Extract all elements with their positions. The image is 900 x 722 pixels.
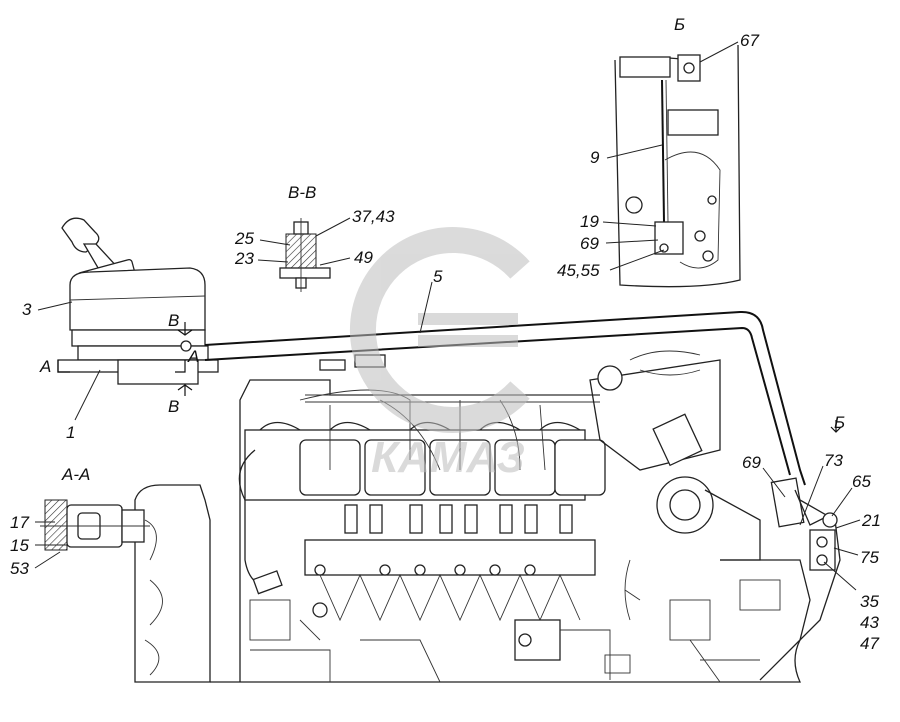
cut-mark-a-left: А [39,357,51,376]
callout-69-top: 69 [580,234,599,253]
section-aa-title: А-А [61,465,90,484]
gear-lever-housing [57,217,219,385]
callout-49: 49 [354,248,373,267]
engine-assembly [134,350,841,683]
callout-37-43: 37,43 [352,207,395,226]
cut-mark-v-top: В [168,311,179,330]
callout-53: 53 [10,559,29,578]
callout-43: 43 [860,613,879,632]
callout-67: 67 [740,31,759,50]
callout-15: 15 [10,536,29,555]
callout-73: 73 [824,451,843,470]
section-vv-detail [279,218,331,292]
kamaz-watermark: КАМАЗ [350,227,530,482]
callout-3: 3 [22,300,32,319]
callout-1: 1 [66,423,75,442]
callout-35: 35 [860,592,879,611]
leader-lines [34,41,861,591]
callout-23: 23 [234,249,254,268]
callout-69-right: 69 [742,453,761,472]
callout-65: 65 [852,472,871,491]
callout-17: 17 [10,513,29,532]
cut-mark-a-right: А [187,347,199,366]
callout-25: 25 [234,229,254,248]
cut-mark-v-bottom: В [168,397,179,416]
callout-21: 21 [861,511,881,530]
callout-5: 5 [433,267,443,286]
callout-75: 75 [860,548,879,567]
callout-labels: 67 9 19 69 45,55 37,43 25 23 49 5 3 1 17… [10,31,881,653]
callout-19: 19 [580,212,599,231]
cut-plane-marks [57,322,842,433]
watermark-text: КАМАЗ [371,433,525,482]
callout-45-55: 45,55 [557,261,600,280]
view-b-arrow-label: Б [834,413,845,432]
injector-row [344,504,573,534]
section-aa-detail [40,499,150,551]
callout-47: 47 [860,634,879,653]
section-vv-title: В-В [288,183,316,202]
view-b-detail [614,44,741,288]
view-b-title: Б [674,15,685,34]
callout-9: 9 [590,148,600,167]
